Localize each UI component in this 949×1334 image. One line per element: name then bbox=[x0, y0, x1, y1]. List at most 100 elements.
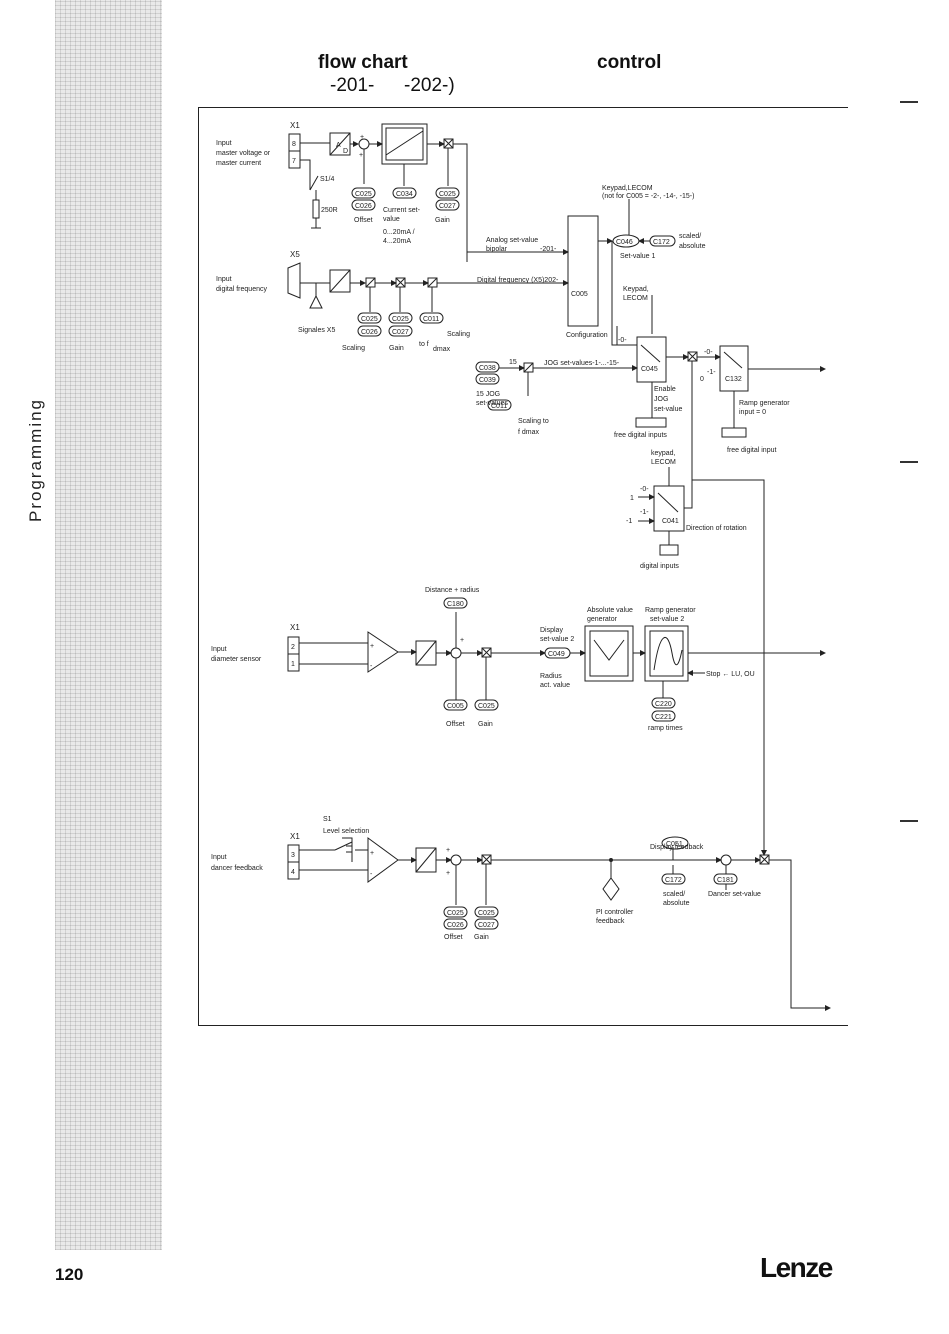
jog-15-label: 15 bbox=[509, 359, 517, 366]
c025-badge bbox=[474, 699, 499, 711]
param-code: C181 bbox=[717, 877, 734, 884]
characteristic-block bbox=[381, 123, 428, 165]
input-dia-label: Input bbox=[211, 646, 227, 653]
jog-setvalues-label: JOG set-values-1-...-15- bbox=[544, 360, 620, 367]
switch-pos-label: -1- bbox=[640, 509, 649, 516]
c027-badge bbox=[474, 918, 499, 930]
c034-badge bbox=[392, 187, 417, 199]
level-selection-label: Level selection bbox=[323, 828, 369, 835]
param-code: C025 bbox=[478, 910, 495, 917]
switch-pos-label: -0- bbox=[618, 337, 627, 344]
enable-label: JOG bbox=[654, 396, 668, 403]
jog-count-label: set-values bbox=[476, 400, 508, 407]
scaling-label: Scaling bbox=[447, 331, 470, 338]
input-digital-label: Input bbox=[216, 276, 232, 283]
keypad-label: Keypad, bbox=[623, 286, 649, 293]
ad-label: A bbox=[336, 142, 341, 149]
radius-label: Radius bbox=[540, 673, 562, 680]
keypad-lecom-label: Keypad,LECOM bbox=[602, 185, 653, 192]
sign-label: + bbox=[446, 847, 450, 854]
param-code: C025 bbox=[361, 316, 378, 323]
offset-label: Offset bbox=[354, 217, 373, 224]
range-label: 0...20mA / bbox=[383, 229, 415, 236]
input-master-label: Input bbox=[216, 140, 232, 147]
terminal-1-label: 1 bbox=[291, 661, 295, 668]
frame-left bbox=[198, 107, 199, 1025]
param-code: C025 bbox=[392, 316, 409, 323]
c025-badge bbox=[357, 312, 382, 324]
terminal-box bbox=[287, 653, 300, 672]
enable-label: Enable bbox=[654, 386, 676, 393]
current-setvalue-label: value bbox=[383, 216, 400, 223]
param-code: C221 bbox=[655, 714, 672, 721]
c025-badge bbox=[388, 312, 413, 324]
op-amp-2 bbox=[367, 837, 399, 883]
summing-junction-3 bbox=[450, 854, 462, 866]
param-code: C026 bbox=[361, 329, 378, 336]
input-master-label: master voltage or bbox=[216, 150, 271, 157]
param-code: C027 bbox=[439, 203, 456, 210]
sign-label: - bbox=[370, 871, 373, 878]
c026-badge bbox=[351, 199, 376, 211]
c025-badge bbox=[443, 906, 468, 918]
c027-badge bbox=[388, 325, 413, 337]
param-code: C025 bbox=[478, 703, 495, 710]
terminal-7-label: 7 bbox=[292, 158, 296, 165]
param-code: C005 bbox=[447, 703, 464, 710]
ramp-gen-label: Ramp generator bbox=[739, 400, 790, 407]
ramp-times-label: ramp times bbox=[648, 725, 683, 732]
switch-pos-label: -1- bbox=[707, 369, 716, 376]
dmax-label: dmax bbox=[433, 346, 451, 353]
direction-label: Direction of rotation bbox=[686, 525, 747, 532]
sign-label: + bbox=[370, 850, 374, 857]
header-title-right: control bbox=[597, 52, 662, 73]
param-code: C025 bbox=[355, 191, 372, 198]
setvalue1-label: Set-value 1 bbox=[620, 253, 656, 260]
resistor-label: 250R bbox=[321, 207, 338, 214]
param-code: C026 bbox=[447, 922, 464, 929]
param-code: C172 bbox=[653, 239, 670, 246]
header-subtitle-left: -201- bbox=[330, 75, 375, 96]
signal-triangle bbox=[309, 294, 323, 309]
jog-count-label: 15 JOG bbox=[476, 391, 500, 398]
path-201-label: -201- bbox=[540, 246, 557, 253]
param-code: C026 bbox=[355, 203, 372, 210]
pi-label: PI controller bbox=[596, 909, 634, 916]
gain-label: Gain bbox=[435, 217, 450, 224]
param-code: C220 bbox=[655, 701, 672, 708]
abs-value-label: generator bbox=[587, 616, 618, 623]
ramp-gen-label: set-value 2 bbox=[650, 616, 684, 623]
param-code: C011 bbox=[423, 316, 439, 323]
frame-top bbox=[198, 107, 848, 108]
page-number: 120 bbox=[55, 1265, 84, 1284]
freq-converter bbox=[329, 269, 351, 293]
param-code: C011 bbox=[491, 403, 507, 410]
sign-label: + bbox=[370, 643, 374, 650]
terminal-x5-label: X5 bbox=[290, 250, 300, 259]
switch-pos-label: -0- bbox=[640, 486, 649, 493]
input-dancer-label: dancer feedback bbox=[211, 865, 263, 872]
bipolar-label: bipolar bbox=[486, 246, 508, 253]
gain-label: Gain bbox=[478, 721, 493, 728]
frame-bottom bbox=[198, 1025, 848, 1026]
param-code: C039 bbox=[479, 377, 496, 384]
keypad-label: keypad, bbox=[651, 450, 676, 457]
free-digital-inputs-label: free digital inputs bbox=[614, 432, 667, 439]
summing-junction-2 bbox=[450, 647, 462, 659]
display-label: set-value 2 bbox=[540, 636, 574, 643]
c005-badge bbox=[443, 699, 468, 711]
margin-mark bbox=[900, 101, 918, 103]
sign-label: - bbox=[370, 663, 373, 670]
gain-label: Gain bbox=[474, 934, 489, 941]
sign-label: + bbox=[460, 637, 464, 644]
scaled-label: scaled/ bbox=[679, 233, 701, 240]
param-code: C027 bbox=[478, 922, 495, 929]
c172-badge bbox=[661, 873, 686, 885]
summing-junction-4 bbox=[720, 854, 732, 866]
param-code: C041 bbox=[662, 518, 679, 525]
absolute-value-block bbox=[584, 625, 634, 682]
c011-badge bbox=[487, 399, 512, 411]
sidebar-texture bbox=[55, 0, 162, 1250]
terminal-8-label: 8 bbox=[292, 141, 296, 148]
signals-x5-label: Signales X5 bbox=[298, 327, 335, 334]
